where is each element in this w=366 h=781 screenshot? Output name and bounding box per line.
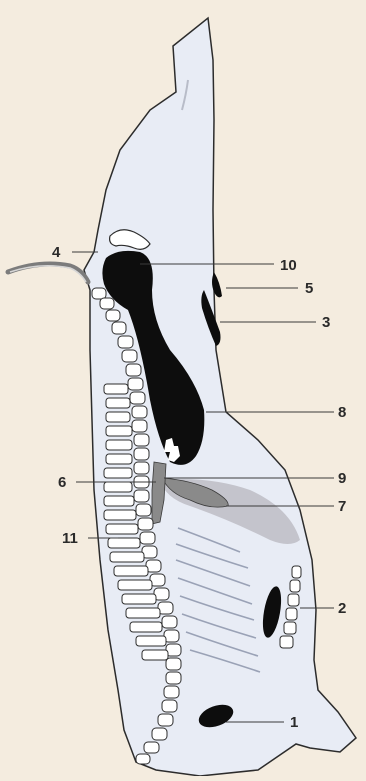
callout-8: 8 (338, 404, 346, 421)
tail-tube (8, 264, 88, 282)
callout-6: 6 (58, 474, 66, 491)
callout-2: 2 (338, 600, 346, 617)
callout-7: 7 (338, 498, 346, 515)
callout-4: 4 (52, 244, 61, 261)
callout-10: 10 (280, 257, 297, 274)
callout-5: 5 (305, 280, 313, 297)
callout-1: 1 (290, 714, 298, 731)
callout-11: 11 (62, 530, 78, 547)
callout-9: 9 (338, 470, 346, 487)
carcass-outline (84, 18, 356, 776)
callout-3: 3 (322, 314, 330, 331)
